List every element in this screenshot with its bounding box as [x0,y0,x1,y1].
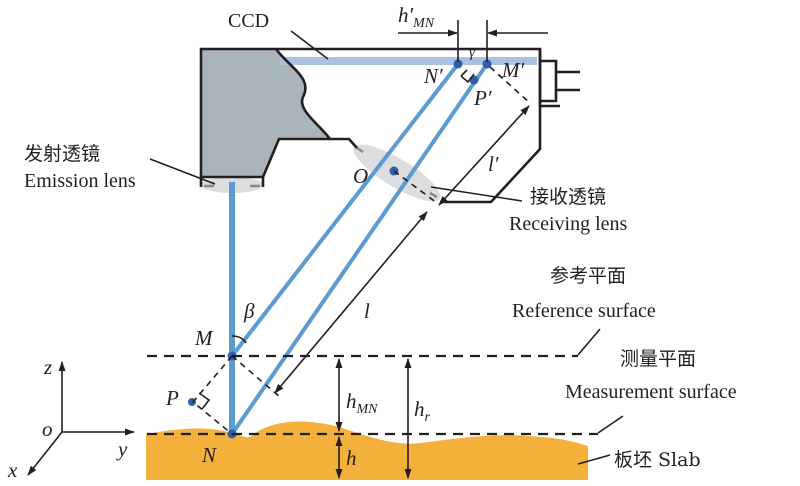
o-label: O [353,164,368,188]
measurement-surface-label-en: Measurement surface [565,381,737,403]
right-angle-p [198,392,211,410]
axis-y-label: y [116,437,128,461]
n-label: N [201,443,217,467]
l-prime-dimension [438,105,530,206]
ccd-label: CCD [228,10,269,32]
receiving-lens-label-en: Receiving lens [509,213,628,235]
beam-m-to-nprime [230,62,460,358]
reference-surface-leader [577,328,601,356]
gamma-label: γ [469,45,476,61]
m-prime-label: M′ [501,58,524,82]
m-label: M [194,326,214,350]
beta-label: β [243,299,255,323]
l-prime-label: l′ [488,152,499,176]
receiving-lens-leader [430,186,523,202]
dashed-o-perp [393,170,438,204]
axis-x [27,431,63,476]
point-m-prime [482,59,492,69]
axis-origin-label: o [42,417,53,441]
p-prime-label: P′ [473,86,492,110]
receiving-lens-label-cn: 接收透镜 [530,186,606,208]
point-n-prime [453,59,463,69]
dashed-m-to-p [191,355,233,435]
connector [540,59,580,103]
dashed-mprime-perp [489,66,532,105]
h-mn-label: hMN [346,389,378,417]
h-label: h [346,446,357,470]
l-label: l [364,299,370,323]
emission-lens-label-cn: 发射透镜 [24,143,100,165]
ccd-leader [290,30,329,60]
emission-lens-label-en: Emission lens [24,170,136,192]
slab-label: 板坯 Slab [614,449,701,471]
measurement-surface-leader [597,415,624,434]
emission-lens-leader [149,158,216,185]
reference-surface-label-en: Reference surface [512,300,656,322]
p-label: P [165,386,179,410]
beta-angle-arc [231,335,247,344]
axis-x-label: x [7,458,18,482]
measurement-surface-label-cn: 测量平面 [620,348,696,370]
h-r-label: hr [414,397,431,425]
slab-leader [577,454,611,465]
l-dimension [274,211,428,394]
right-angle-p-prime [460,69,475,84]
emitter-housing [201,49,330,177]
ccd-strip [280,57,537,65]
h-prime-mn-label: h′MN [398,3,435,31]
n-prime-label: N′ [423,64,443,88]
lens-clip-2 [356,146,438,199]
point-p-prime [469,75,479,85]
housing-right-outline [440,49,542,204]
axis-z-label: z [43,355,52,379]
slab-shape [146,421,588,480]
emitter-inner-outline [274,48,358,149]
reference-surface-label-cn: 参考平面 [550,265,626,287]
